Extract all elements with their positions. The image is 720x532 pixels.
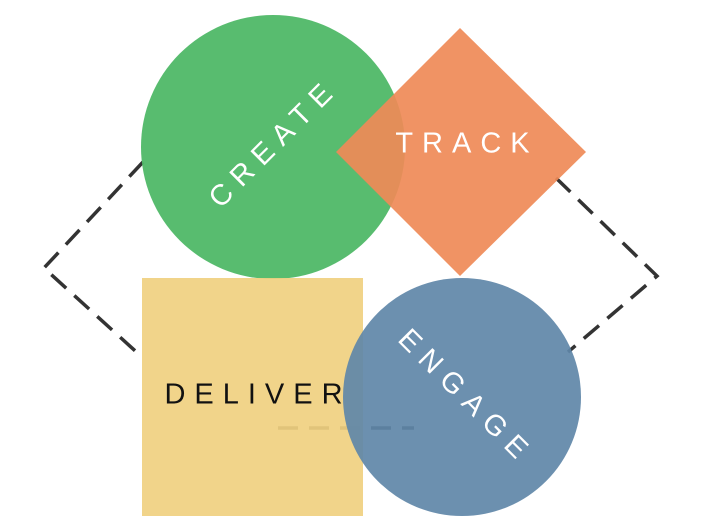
track-label: TRACK [395,128,538,160]
connector-right [554,176,660,354]
connector-left [41,160,145,360]
engage-circle [343,278,581,516]
deliver-square [142,278,363,516]
track-diamond [336,28,586,276]
create-circle [141,15,405,279]
deliver-label: DELIVER [164,379,351,411]
